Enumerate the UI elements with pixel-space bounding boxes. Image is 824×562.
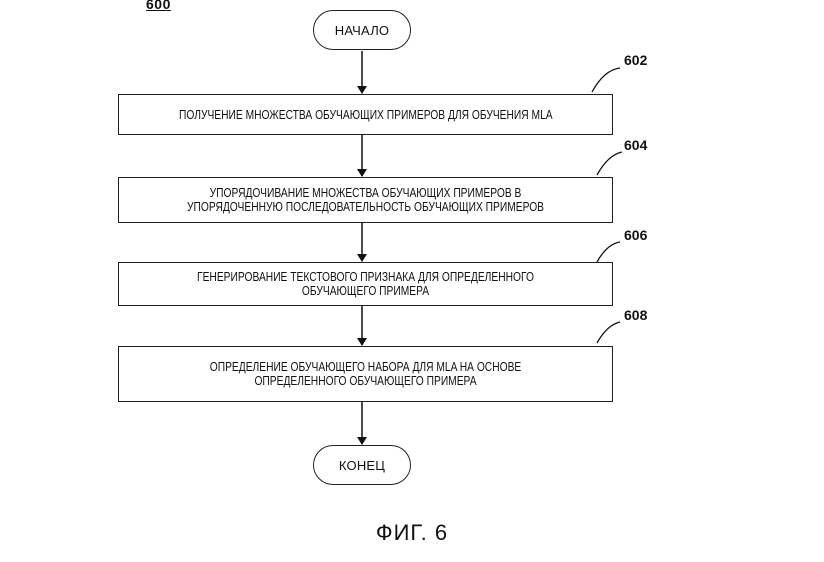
ref-604: 604 <box>624 137 648 153</box>
start-terminal: НАЧАЛО <box>313 10 411 50</box>
end-terminal: КОНЕЦ <box>313 445 411 485</box>
figure-number: 600 <box>146 0 171 12</box>
figure-caption: ФИГ. 6 <box>375 520 449 545</box>
ref-606: 606 <box>624 227 648 243</box>
ref-602: 602 <box>624 52 648 68</box>
step-604-text: УПОРЯДОЧИВАНИЕ МНОЖЕСТВА ОБУЧАЮЩИХ ПРИМЕ… <box>186 186 545 214</box>
step-608-text: ОПРЕДЕЛЕНИЕ ОБУЧАЮЩЕГО НАБОРА ДЛЯ MLA НА… <box>209 360 522 388</box>
leader-602 <box>591 67 621 93</box>
start-label: НАЧАЛО <box>334 22 390 38</box>
leader-604 <box>596 151 623 176</box>
step-608-box: ОПРЕДЕЛЕНИЕ ОБУЧАЮЩЕГО НАБОРА ДЛЯ MLA НА… <box>118 346 613 402</box>
end-label: КОНЕЦ <box>338 457 386 473</box>
step-604-box: УПОРЯДОЧИВАНИЕ МНОЖЕСТВА ОБУЧАЮЩИХ ПРИМЕ… <box>118 177 613 223</box>
step-602-text: ПОЛУЧЕНИЕ МНОЖЕСТВА ОБУЧАЮЩИХ ПРИМЕРОВ Д… <box>178 107 553 122</box>
leader-608 <box>596 321 621 344</box>
step-606-box: ГЕНЕРИРОВАНИЕ ТЕКСТОВОГО ПРИЗНАКА ДЛЯ ОП… <box>118 262 613 306</box>
leader-606 <box>596 241 621 263</box>
ref-608: 608 <box>624 307 648 323</box>
step-602-box: ПОЛУЧЕНИЕ МНОЖЕСТВА ОБУЧАЮЩИХ ПРИМЕРОВ Д… <box>118 94 613 135</box>
step-606-text: ГЕНЕРИРОВАНИЕ ТЕКСТОВОГО ПРИЗНАКА ДЛЯ ОП… <box>197 270 534 298</box>
